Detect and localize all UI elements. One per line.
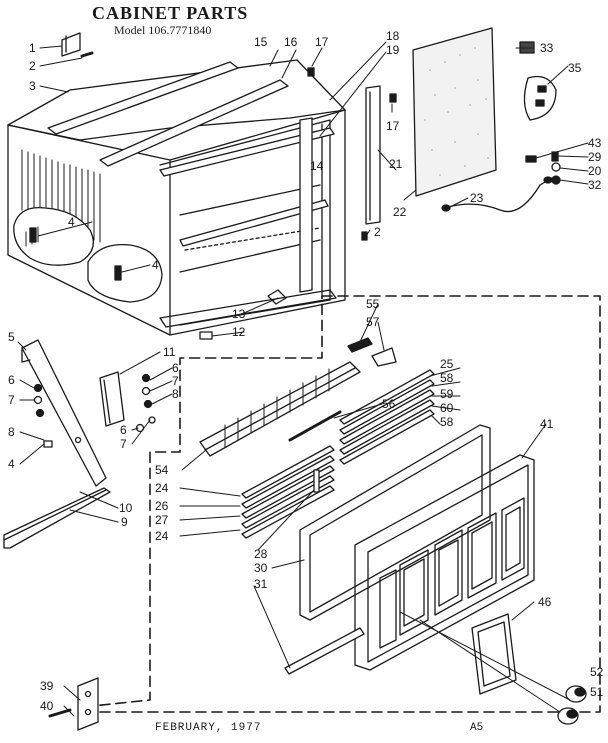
callout-7-b: 7: [172, 374, 179, 388]
callout-24-a: 24: [155, 481, 169, 495]
callout-32: 32: [588, 178, 602, 192]
callout-8-b: 8: [172, 387, 179, 401]
callout-21: 21: [389, 157, 403, 171]
callout-16: 16: [284, 35, 298, 49]
cabinet-shell: [7, 59, 346, 336]
part-41-front-frame: [354, 454, 535, 671]
part-51-52-knobs: [399, 611, 587, 725]
callout-1: 1: [29, 41, 36, 55]
callout-4-b: 4: [152, 258, 159, 272]
model-number: Model 106.7771840: [114, 23, 212, 37]
part-11-support: [99, 371, 125, 427]
callout-19: 19: [386, 43, 400, 57]
callout-15: 15: [254, 35, 268, 49]
callout-31: 31: [254, 577, 268, 591]
part-43-screw: [525, 155, 537, 163]
footer-page-code: A5: [470, 722, 484, 734]
part-12-grommet: [199, 331, 213, 340]
part-55-57-hardware: [347, 337, 397, 367]
callout-60: 60: [440, 401, 454, 415]
callout-17-b: 17: [386, 119, 400, 133]
part-13-clip: [267, 289, 287, 305]
callout-6-a: 6: [8, 373, 15, 387]
callout-56: 56: [382, 397, 396, 411]
callout-26: 26: [155, 499, 169, 513]
callout-14: 14: [310, 159, 324, 173]
leader-lines: [17, 41, 589, 717]
part-56-rod: [288, 410, 342, 442]
callout-43: 43: [588, 136, 602, 150]
part-22-filter: [412, 27, 497, 197]
callout-4-c: 4: [8, 457, 15, 471]
part-17-screw: [307, 67, 315, 77]
part-2-screw: [80, 51, 94, 58]
part-35-bracket: [523, 75, 557, 121]
callout-13: 13: [232, 307, 246, 321]
louvre-strips-right: [339, 369, 435, 465]
callout-35: 35: [568, 61, 582, 75]
callout-3: 3: [29, 79, 36, 93]
callout-23: 23: [470, 191, 484, 205]
callout-17: 17: [315, 35, 329, 49]
callout-12: 12: [232, 325, 246, 339]
callout-25: 25: [440, 357, 454, 371]
callout-52: 52: [590, 665, 604, 679]
part-31-strip: [284, 627, 365, 675]
callout-33: 33: [540, 41, 554, 55]
callout-29: 29: [588, 150, 602, 164]
callout-10: 10: [119, 501, 133, 515]
callout-2-b: 2: [374, 225, 381, 239]
callout-58-b: 58: [440, 415, 454, 429]
part-5-angle-bracket: [21, 339, 107, 487]
callout-55: 55: [366, 297, 380, 311]
assembly-boundary: [91, 295, 601, 713]
part-1-bracket: [61, 32, 81, 57]
part-21-channel: [365, 85, 381, 225]
callout-6-b: 6: [172, 361, 179, 375]
part-10-rail: [3, 487, 111, 549]
diagram-title: CABINET PARTS: [92, 3, 249, 23]
part-2-screw-b: [361, 231, 368, 241]
footer-date: FEBRUARY, 1977: [155, 722, 262, 734]
louvre-strips-left: [241, 445, 335, 539]
callout-7-a: 7: [8, 393, 15, 407]
part-23-ground-wire: [441, 176, 553, 213]
callout-46: 46: [538, 595, 552, 609]
part-17-screw-b: [389, 93, 397, 103]
callout-41: 41: [540, 417, 554, 431]
part-54-control-panel: [199, 361, 361, 457]
callout-20: 20: [588, 164, 602, 178]
callout-51: 51: [590, 685, 604, 699]
callout-4-a: 4: [68, 215, 75, 229]
part-32-nut: [551, 175, 561, 185]
callout-7-c: 7: [120, 437, 127, 451]
callout-28: 28: [254, 547, 268, 561]
callout-39: 39: [40, 679, 54, 693]
callout-30: 30: [254, 561, 268, 575]
hardware-6-7-8: [33, 373, 156, 448]
callout-18: 18: [386, 29, 400, 43]
part-28-30-mounting-frame: [299, 424, 491, 621]
callout-24-b: 24: [155, 529, 169, 543]
callout-54: 54: [155, 463, 169, 477]
callout-58-a: 58: [440, 371, 454, 385]
callout-59: 59: [440, 387, 454, 401]
callout-27: 27: [155, 513, 169, 527]
callout-6-c: 6: [120, 423, 127, 437]
callout-5: 5: [8, 330, 15, 344]
part-39-40-bracket: [48, 677, 99, 731]
callout-22: 22: [393, 205, 407, 219]
callout-40: 40: [40, 699, 54, 713]
callout-9: 9: [121, 515, 128, 529]
callout-8-a: 8: [8, 425, 15, 439]
callout-57: 57: [366, 315, 380, 329]
callout-2: 2: [29, 59, 36, 73]
part-46-access-door: [471, 613, 517, 695]
callout-11: 11: [163, 345, 176, 359]
part-20-washer: [551, 162, 561, 172]
